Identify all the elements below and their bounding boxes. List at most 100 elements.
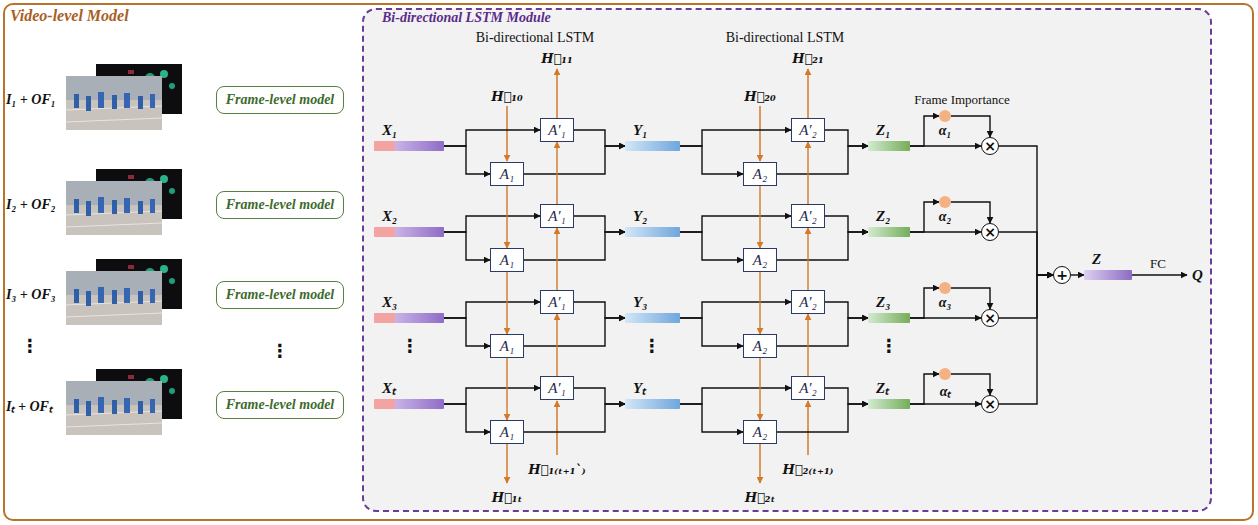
frame-image — [66, 64, 182, 130]
cell-label: A₁ — [500, 338, 514, 355]
state-arrow — [556, 69, 558, 118]
state-arrow — [807, 142, 808, 204]
state-arrow — [807, 228, 808, 290]
layer-label: Bi-directional LSTM — [476, 30, 595, 46]
lstm-cell: A′₁ — [540, 290, 574, 314]
feature-bar: Xₜ — [374, 399, 444, 409]
weight-circle: α₂ — [939, 196, 951, 208]
flow-arrow — [951, 374, 990, 395]
input-label: I₃ + OF₃ — [6, 287, 56, 303]
feature-bar: Z₃ — [868, 313, 910, 323]
flow-arrow — [524, 146, 625, 174]
vector-label: X₃ — [382, 294, 397, 311]
lstm-cell: A′₂ — [791, 204, 825, 228]
box-label: Frame-level model — [226, 197, 334, 213]
flow-arrow — [999, 146, 1053, 275]
box-label: Frame-level model — [226, 92, 334, 108]
lstm-cell: A′₂ — [791, 290, 825, 314]
lstm-cell: A₁ — [490, 162, 524, 186]
flow-arrow — [910, 145, 981, 146]
process-box: Frame-level model — [216, 281, 344, 309]
state-label: H⃗₂₀ — [744, 89, 775, 104]
operator-symbol: + — [1056, 268, 1068, 282]
state-arrow — [556, 314, 557, 376]
flow-arrow — [999, 275, 1053, 318]
flow-arrow — [910, 202, 939, 232]
flow-arrow — [951, 116, 990, 137]
feature-bar: Z₂ — [868, 227, 910, 237]
state-arrow — [759, 272, 760, 334]
state-arrow — [807, 69, 809, 118]
ellipsis-mark: ⋮ — [643, 335, 661, 356]
lstm-cell: A₁ — [490, 248, 524, 272]
state-label: H⃗₁ₜ — [492, 490, 523, 505]
feature-bar: X₁ — [374, 141, 444, 151]
vector-label: Y₃ — [633, 294, 647, 311]
operator-symbol: × — [984, 311, 996, 325]
frame-image — [66, 259, 182, 325]
vector-label: Yₜ — [633, 377, 646, 397]
cell-label: A′₂ — [799, 380, 817, 397]
flow-arrow — [444, 146, 490, 174]
state-arrow — [556, 142, 557, 204]
ellipsis-mark: ⋮ — [271, 340, 289, 361]
flow-arrow — [680, 404, 743, 432]
operator-symbol: × — [984, 225, 996, 239]
flow-arrow — [777, 318, 868, 346]
frame-image — [66, 169, 182, 235]
flow-arrow — [444, 388, 540, 404]
lstm-cell: A′₁ — [540, 204, 574, 228]
weight-circle: α₃ — [939, 282, 951, 294]
feature-bar: Y₂ — [625, 227, 680, 237]
vector-label: Y₂ — [633, 208, 647, 225]
process-box: Frame-level model — [216, 391, 344, 419]
state-arrow — [807, 314, 808, 376]
flow-arrow — [999, 275, 1053, 404]
vector-label: Xₜ — [382, 377, 396, 397]
lstm-cell: A₂ — [743, 334, 777, 358]
multiply-node: × — [981, 395, 999, 413]
flow-arrow — [574, 130, 625, 146]
flow-arrow — [825, 388, 868, 404]
cell-label: A₂ — [753, 252, 767, 269]
state-label: H⃗₁₀ — [491, 89, 522, 104]
input-label: I₂ + OF₂ — [6, 197, 56, 213]
lstm-cell: A₁ — [490, 334, 524, 358]
vector-label: Zₜ — [876, 377, 889, 397]
vector-label: X₂ — [382, 208, 397, 225]
region-title: Video-level Model — [10, 7, 129, 25]
flow-arrow — [825, 302, 868, 318]
cell-label: A₂ — [753, 424, 767, 441]
flow-arrow — [825, 216, 868, 232]
multiply-node: × — [981, 223, 999, 241]
feature-bar: Y₃ — [625, 313, 680, 323]
cell-label: A′₁ — [548, 294, 566, 311]
cell-label: A₁ — [500, 424, 514, 441]
state-arrow — [759, 444, 761, 483]
flow-arrow — [680, 302, 791, 318]
flow-arrow — [574, 302, 625, 318]
operator-symbol: × — [984, 397, 996, 411]
flow-arrow — [444, 130, 540, 146]
flow-arrow — [999, 232, 1053, 275]
feature-bar: Z₁ — [868, 141, 910, 151]
state-arrow — [807, 401, 809, 455]
ellipsis-mark: ⋮ — [401, 335, 419, 356]
lstm-cell: A₂ — [743, 162, 777, 186]
state-arrow — [506, 358, 507, 420]
output-label: Q — [1192, 267, 1203, 284]
frame-image — [66, 369, 182, 435]
module-region: Bi-directional LSTM ModuleX₁ X₂ X₃ Xₜ A′₁ A′₁… — [362, 8, 1212, 512]
flow-arrow — [777, 146, 868, 174]
vector-label: Z₁ — [876, 122, 890, 139]
cell-label: A′₁ — [548, 122, 566, 139]
module-ground — [363, 9, 1211, 511]
flow-arrow — [444, 232, 490, 260]
flow-arrow — [680, 130, 791, 146]
region-title: Bi-directional LSTM Module — [382, 10, 551, 26]
lstm-cell: A′₂ — [791, 118, 825, 142]
weight-label: α₃ — [939, 295, 952, 311]
feature-bar: Z — [1084, 270, 1132, 280]
lstm-cell: A₂ — [743, 420, 777, 444]
